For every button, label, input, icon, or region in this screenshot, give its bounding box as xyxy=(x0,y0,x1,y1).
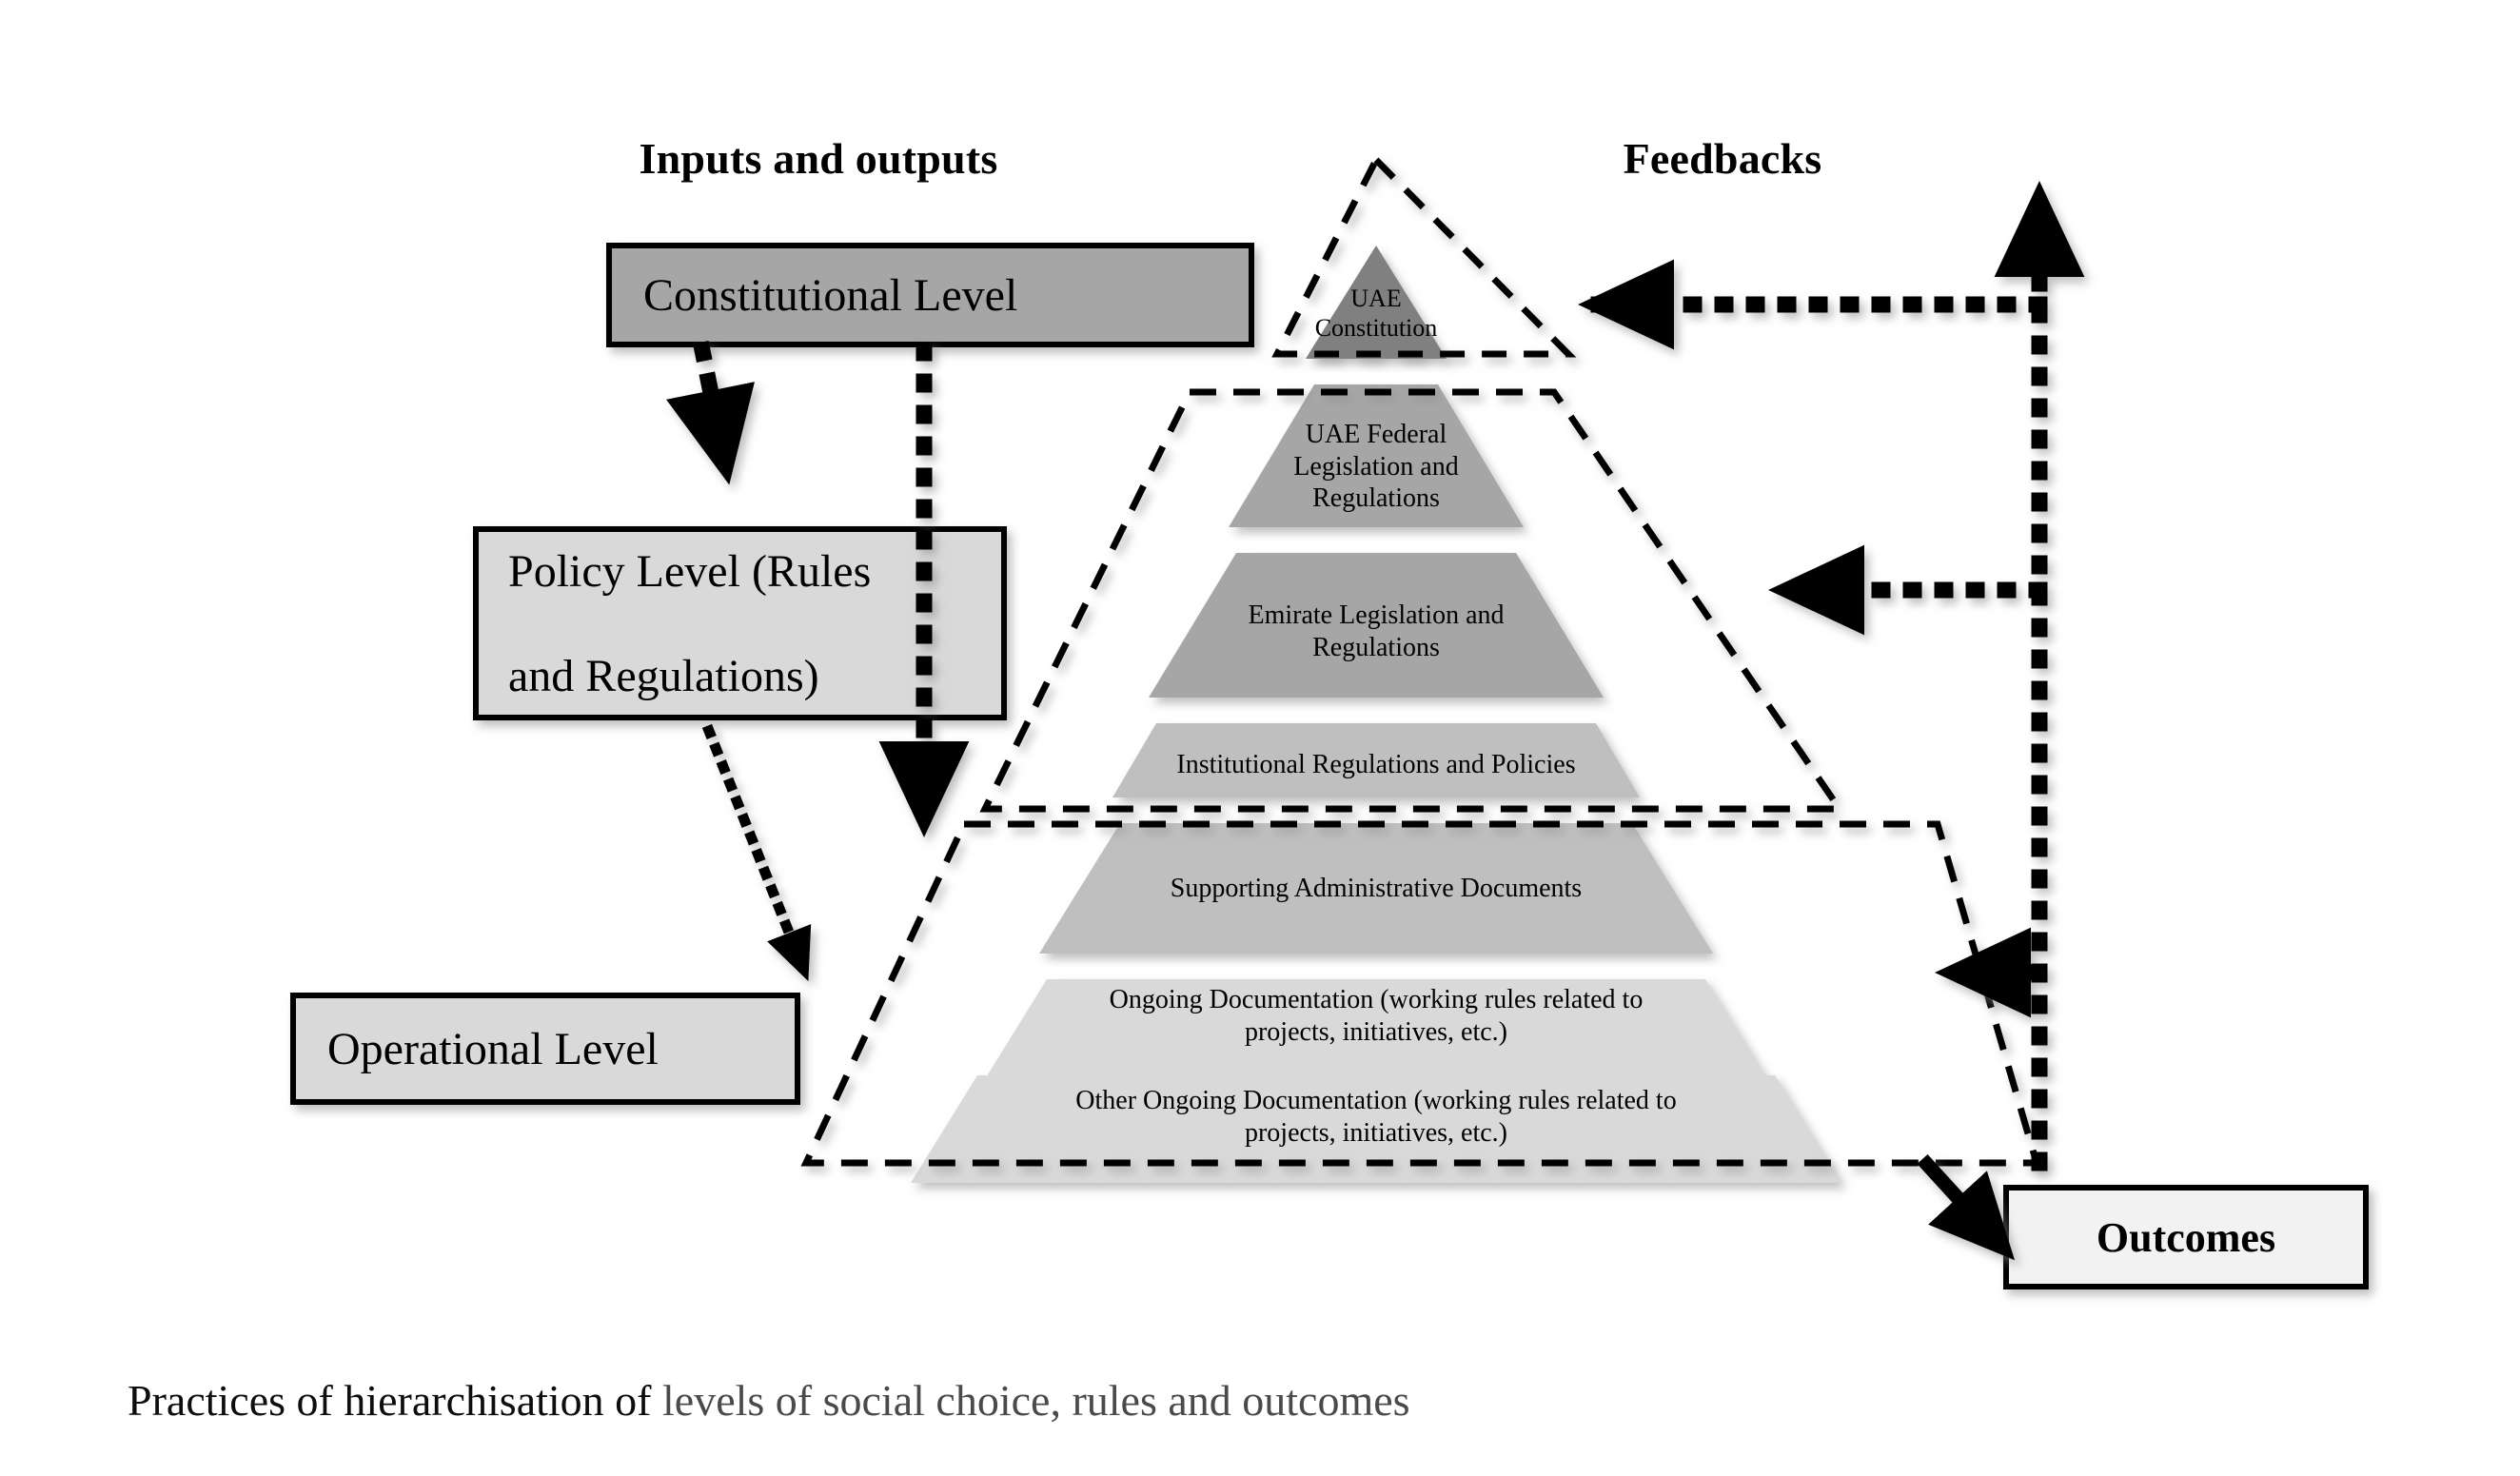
arrow-to-outcomes xyxy=(1917,1153,2016,1261)
band-ongoing-line2: projects, initiatives, etc.) xyxy=(1244,1016,1508,1047)
caption-part-2: levels of social choice, rules and outco… xyxy=(662,1376,1410,1425)
band-other-ongoing-line1: Other Ongoing Documentation (working rul… xyxy=(1075,1086,1677,1115)
band-apex-line1: UAE xyxy=(1350,285,1402,312)
band-emirate-line2: Regulations xyxy=(1312,632,1440,662)
policy-level-line2: and Regulations) xyxy=(508,650,819,701)
diagram-vector-layer xyxy=(290,154,2369,1289)
constitutional-level-label: Constitutional Level xyxy=(609,246,1251,344)
pyramid-band-supporting xyxy=(1039,823,1713,954)
figure-caption: Practices of hierarchisation of levels o… xyxy=(84,1325,2368,1476)
header-inputs-outputs: Inputs and outputs xyxy=(639,134,998,183)
band-label-institutional: Institutional Regulations and Policies xyxy=(1043,749,1709,781)
arrow-policy-to-operational xyxy=(701,723,812,982)
operational-level-text: Operational Level xyxy=(327,1023,659,1074)
band-federal-line3: Regulations xyxy=(1312,483,1440,514)
operational-level-label: Operational Level xyxy=(293,995,797,1102)
pyramid-band-institutional xyxy=(1112,723,1640,797)
band-label-ongoing: Ongoing Documentation (working rules rel… xyxy=(900,984,1852,1048)
caption-part-1: Practices of hierarchisation of xyxy=(128,1376,662,1425)
pyramid-band-ongoing xyxy=(970,979,1782,1104)
pyramid-band-federal xyxy=(1229,384,1524,527)
constitutional-level-box[interactable] xyxy=(606,243,1254,347)
pyramid-shape xyxy=(911,246,1841,1183)
dashed-outline-policy xyxy=(979,388,1846,813)
policy-level-label: Policy Level (Rules and Regulations) xyxy=(476,529,1004,718)
policy-level-line1: Policy Level (Rules xyxy=(508,545,872,597)
arrow-constitutional-to-policy-left xyxy=(665,340,756,485)
constitutional-level-text: Constitutional Level xyxy=(643,269,1018,321)
band-label-other-ongoing: Other Ongoing Documentation (working rul… xyxy=(853,1085,1900,1149)
band-federal-line1: UAE Federal xyxy=(1305,420,1447,449)
header-feedbacks: Feedbacks xyxy=(1623,134,1822,183)
operational-level-box[interactable] xyxy=(290,993,800,1105)
outcomes-text: Outcomes xyxy=(2096,1213,2276,1261)
band-ongoing-line1: Ongoing Documentation (working rules rel… xyxy=(1109,985,1644,1014)
pyramid-band-apex xyxy=(1306,246,1447,359)
diagram-canvas: Inputs and outputs Feedbacks Constitutio… xyxy=(128,134,2369,1425)
policy-level-box[interactable] xyxy=(473,526,1007,720)
band-apex-line2: Constitution xyxy=(1314,314,1438,343)
band-label-apex: UAE Constitution xyxy=(1233,284,1519,343)
dashed-outline-constitutional xyxy=(1271,154,1577,358)
outcomes-label: Outcomes xyxy=(2006,1188,2366,1287)
band-label-supporting: Supporting Administrative Documents xyxy=(995,873,1757,905)
band-institutional-line1: Institutional Regulations and Policies xyxy=(1176,750,1576,779)
band-label-emirate: Emirate Legislation and Regulations xyxy=(1091,600,1662,663)
band-supporting-line1: Supporting Administrative Documents xyxy=(1170,874,1583,903)
band-other-ongoing-line2: projects, initiatives, etc.) xyxy=(1244,1117,1508,1148)
pyramid-band-emirate xyxy=(1149,553,1604,698)
band-federal-line2: Legislation and xyxy=(1293,451,1459,482)
policy-level-text: Policy Level (Rules and Regulations) xyxy=(508,545,1004,702)
outcomes-box[interactable] xyxy=(2003,1185,2369,1289)
pyramid-band-other-ongoing xyxy=(911,1075,1841,1183)
band-label-federal: UAE Federal Legislation and Regulations xyxy=(1186,419,1566,515)
band-emirate-line1: Emirate Legislation and xyxy=(1248,600,1505,630)
feedback-network xyxy=(1578,181,2085,1171)
